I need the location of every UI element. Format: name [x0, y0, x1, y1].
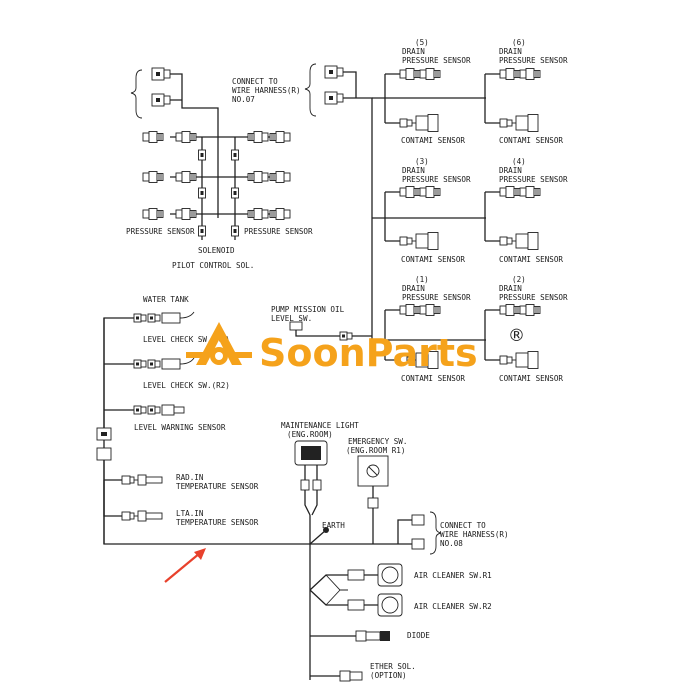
rad-in-label-2: TEMPERATURE SENSOR — [176, 482, 259, 491]
level-check-r1-label: LEVEL CHECK SW.(R1) — [143, 335, 230, 344]
drain-pressure-label-5: PRESSURE SENSOR — [402, 56, 471, 65]
drain-pressure-label-6: PRESSURE SENSOR — [499, 56, 568, 65]
drain-pressure-label-4: PRESSURE SENSOR — [499, 175, 568, 184]
wrench-logo-icon — [186, 322, 252, 365]
red-arrow-icon — [164, 548, 206, 583]
connect-r08-line3: NO.08 — [440, 539, 463, 548]
drain-label-3: DRAIN — [402, 166, 425, 175]
connect-r07-line1: CONNECT TO — [232, 77, 278, 86]
drain-group-1: (1) DRAIN PRESSURE SENSOR CONTAMI SENSOR — [401, 275, 471, 383]
level-check-r2-label: LEVEL CHECK SW.(R2) — [143, 381, 230, 390]
lta-in-label-2: TEMPERATURE SENSOR — [176, 518, 259, 527]
drain-num-5: (5) — [415, 38, 429, 47]
drain-group-4: (4) DRAIN PRESSURE SENSOR CONTAMI SENSOR — [499, 157, 568, 264]
drain-group-5: (5) DRAIN PRESSURE SENSOR CONTAMI SENSOR — [401, 38, 471, 145]
water-tank-label: WATER TANK — [143, 295, 189, 304]
drain-label-6: DRAIN — [499, 47, 522, 56]
drain-label-2: DRAIN — [499, 284, 522, 293]
drain-pressure-label-3: PRESSURE SENSOR — [402, 175, 471, 184]
drain-group-2: (2) DRAIN PRESSURE SENSOR CONTAMI SENSOR — [499, 275, 568, 383]
connect-r08-line2: WIRE HARNESS(R) — [440, 530, 509, 539]
connect-r08-line1: CONNECT TO — [440, 521, 486, 530]
water-tank-block — [96, 311, 310, 545]
drain-sensor-block — [304, 63, 541, 369]
pump-mission-switch — [289, 321, 372, 341]
contami-label-3: CONTAMI SENSOR — [401, 255, 465, 264]
contami-label-1: CONTAMI SENSOR — [401, 374, 465, 383]
soonparts-logo: SoonParts ® — [186, 322, 525, 375]
bottom-block — [294, 440, 442, 682]
emergency-label-1: EMERGENCY SW. — [348, 437, 407, 446]
ether-label-2: (OPTION) — [370, 671, 407, 680]
diode-label: DIODE — [407, 631, 430, 640]
pressure-sensor-left-label: PRESSURE SENSOR — [126, 227, 195, 236]
drain-group-6: (6) DRAIN PRESSURE SENSOR CONTAMI SENSOR — [499, 38, 568, 145]
drain-num-1: (1) — [415, 275, 429, 284]
drain-num-2: (2) — [512, 275, 526, 284]
logo-registered: ® — [508, 326, 525, 346]
contami-label-2: CONTAMI SENSOR — [499, 374, 563, 383]
drain-label-4: DRAIN — [499, 166, 522, 175]
maintenance-light-label-2: (ENG.ROOM) — [287, 430, 333, 439]
emergency-label-2: (ENG.ROOM R1) — [346, 446, 405, 455]
drain-pressure-label-2: PRESSURE SENSOR — [499, 293, 568, 302]
drain-pressure-label-1: PRESSURE SENSOR — [402, 293, 471, 302]
maintenance-light-label-1: MAINTENANCE LIGHT — [281, 421, 359, 430]
logo-brand: SoonParts — [259, 331, 478, 375]
contami-label-6: CONTAMI SENSOR — [499, 136, 563, 145]
contami-label-4: CONTAMI SENSOR — [499, 255, 563, 264]
air-cleaner-r1-label: AIR CLEANER SW.R1 — [414, 571, 492, 580]
earth-label: EARTH — [322, 521, 345, 530]
air-cleaner-r2-label: AIR CLEANER SW.R2 — [414, 602, 492, 611]
drain-num-6: (6) — [512, 38, 526, 47]
connect-r07-line3: NO.07 — [232, 95, 255, 104]
pressure-sensor-right-label: PRESSURE SENSOR — [244, 227, 313, 236]
drain-num-4: (4) — [512, 157, 526, 166]
drain-label-1: DRAIN — [402, 284, 425, 293]
drain-label-5: DRAIN — [402, 47, 425, 56]
pilot-control-block — [130, 67, 291, 240]
rad-in-label-1: RAD.IN — [176, 473, 204, 482]
pump-mission-label-1: PUMP MISSION OIL — [271, 305, 345, 314]
drain-group-3: (3) DRAIN PRESSURE SENSOR CONTAMI SENSOR — [401, 157, 471, 264]
lta-in-label-1: LTA.IN — [176, 509, 204, 518]
ether-label-1: ETHER SOL. — [370, 662, 416, 671]
pump-mission-label-2: LEVEL SW. — [271, 314, 312, 323]
pilot-control-label: PILOT CONTROL SOL. — [172, 261, 254, 270]
connect-r07-line2: WIRE HARNESS(R) — [232, 86, 301, 95]
level-warning-label: LEVEL WARNING SENSOR — [134, 423, 226, 432]
drain-num-3: (3) — [415, 157, 429, 166]
contami-label-5: CONTAMI SENSOR — [401, 136, 465, 145]
solenoid-label: SOLENOID — [198, 246, 235, 255]
